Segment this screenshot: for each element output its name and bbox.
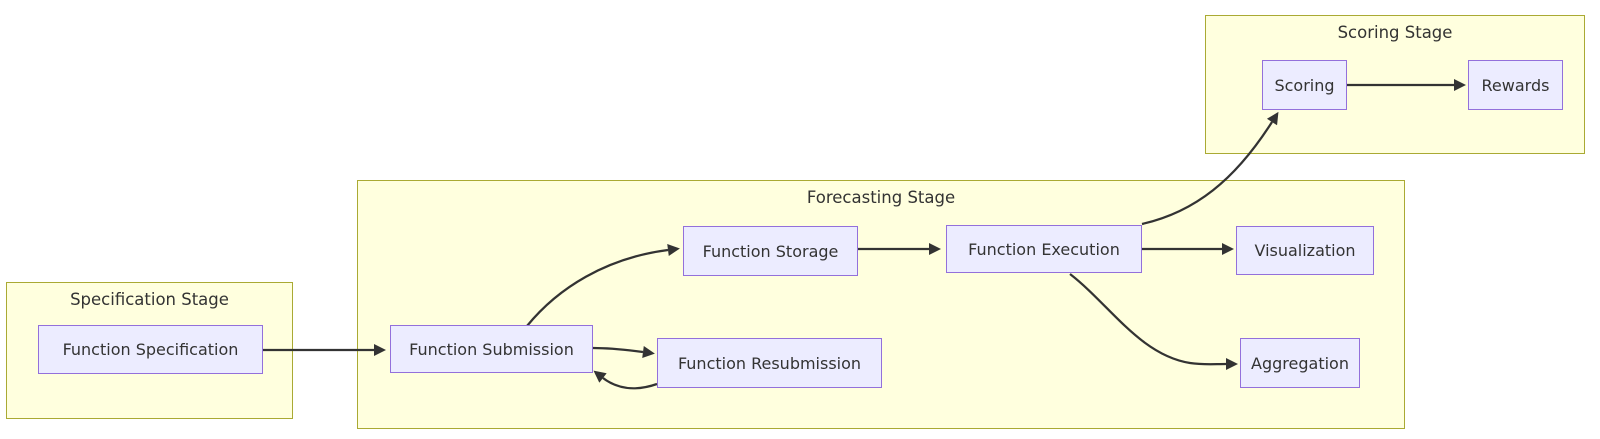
node-function-execution-label: Function Execution xyxy=(968,239,1120,259)
cluster-scoring-stage-title: Scoring Stage xyxy=(1337,23,1453,42)
cluster-specification-stage-title: Specification Stage xyxy=(70,290,229,309)
node-scoring-label: Scoring xyxy=(1274,75,1335,95)
node-function-specification-label: Function Specification xyxy=(62,340,239,359)
node-aggregation-label: Aggregation xyxy=(1251,353,1349,373)
node-function-storage: Function Storage xyxy=(683,226,858,276)
cluster-forecasting-stage-title: Forecasting Stage xyxy=(806,188,956,207)
node-function-execution: Function Execution xyxy=(946,225,1142,273)
node-function-storage-label: Function Storage xyxy=(702,241,839,261)
node-function-submission-label: Function Submission xyxy=(409,339,574,359)
node-scoring: Scoring xyxy=(1262,60,1347,110)
node-function-specification: Function Specification xyxy=(38,325,263,374)
node-visualization-label: Visualization xyxy=(1254,241,1356,260)
node-function-submission: Function Submission xyxy=(390,325,593,373)
node-rewards: Rewards xyxy=(1468,60,1563,110)
node-aggregation: Aggregation xyxy=(1240,338,1360,388)
node-visualization: Visualization xyxy=(1236,226,1374,275)
cluster-forecasting-stage: Forecasting Stage xyxy=(357,180,1405,429)
node-function-resubmission: Function Resubmission xyxy=(657,338,882,388)
node-rewards-label: Rewards xyxy=(1481,75,1550,95)
node-function-resubmission-label: Function Resubmission xyxy=(677,353,862,373)
